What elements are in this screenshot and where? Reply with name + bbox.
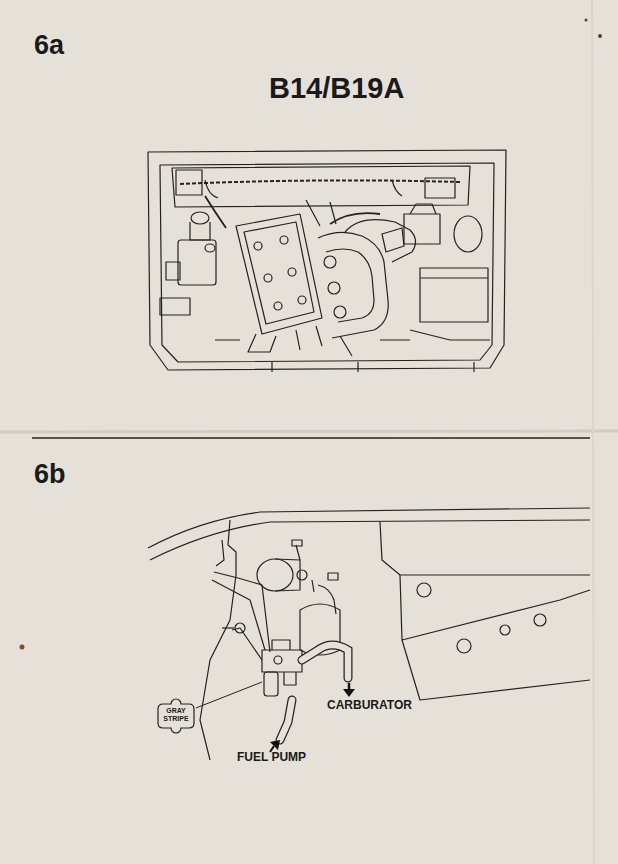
figure-number: 6a (34, 30, 64, 61)
wire-tag: GRAY STRIPE (158, 704, 194, 728)
tag-text: GRAY STRIPE (160, 707, 192, 723)
part-label: FUEL PUMP (237, 750, 306, 764)
part-label: CARBURATOR (327, 698, 412, 712)
figure-number: 6b (34, 459, 66, 490)
diagram-title: B14/B19A (269, 72, 404, 105)
